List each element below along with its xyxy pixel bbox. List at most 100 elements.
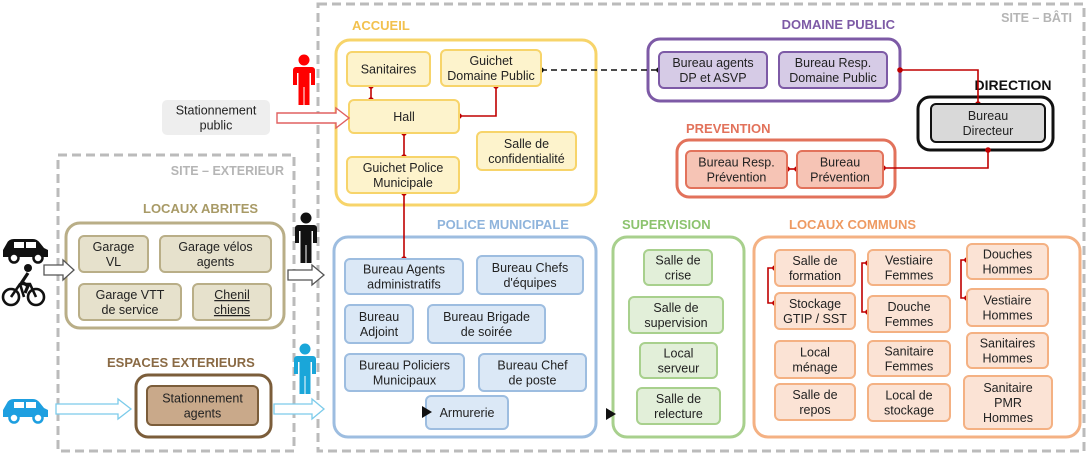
room-label-line: Sanitaires xyxy=(361,63,417,77)
arrow-icon xyxy=(287,263,326,287)
room-label-line: Bureau xyxy=(359,310,399,324)
room-label-line: Bureau Chef xyxy=(497,359,568,373)
room-box xyxy=(966,332,1049,369)
room-label-line: VL xyxy=(106,255,121,269)
connector-formation-stockage xyxy=(767,267,775,304)
room-label-line: crise xyxy=(665,269,691,283)
connector-dp-direction xyxy=(900,69,979,104)
room-box xyxy=(930,103,1046,143)
room-label-line: Municipale xyxy=(373,176,433,190)
room-label-line: Salle de xyxy=(504,137,549,151)
connector-douches-vestiaire-h xyxy=(960,259,967,299)
site-bati-frame xyxy=(316,2,1086,453)
room-box xyxy=(78,235,149,273)
room-box xyxy=(192,283,272,321)
connector-direction-prevention xyxy=(883,150,989,169)
room-label-line: Bureau agents xyxy=(672,56,753,70)
room-label-line: de soirée xyxy=(461,325,512,339)
room-box xyxy=(867,249,951,286)
car-icon xyxy=(3,239,48,264)
room-label-line: Sanitaire xyxy=(884,345,933,359)
room-label-line: Femmes xyxy=(885,360,934,374)
domaine-public-title: DOMAINE PUBLIC xyxy=(782,17,896,32)
room-label-line: Vestiaire xyxy=(984,294,1032,308)
room-label-line: confidentialité xyxy=(488,152,564,166)
room-box xyxy=(440,49,542,87)
room-box xyxy=(478,353,587,392)
arrow-icon xyxy=(276,106,351,130)
room-label-line: Garage xyxy=(93,240,135,254)
site-exterieur-frame xyxy=(56,153,296,453)
connector-vestiaire-douche-f xyxy=(861,262,868,313)
room-box xyxy=(159,235,272,273)
room-label-line: supervision xyxy=(644,316,707,330)
room-label-line: Bureau Chefs xyxy=(492,261,568,275)
room-box xyxy=(778,51,888,89)
room-label-line: Bureau Agents xyxy=(363,263,445,277)
room-label-line: Sanitaire xyxy=(983,381,1032,395)
room-label-line: serveur xyxy=(658,362,700,376)
room-box xyxy=(628,296,724,334)
room-box xyxy=(476,131,577,171)
room-box xyxy=(344,258,464,295)
room-label-line: de poste xyxy=(509,374,557,388)
connector-guichet-hall xyxy=(459,86,497,117)
room-label-line: Local xyxy=(664,347,694,361)
room-label-line: Vestiaire xyxy=(885,254,933,268)
room-label-line: Hommes xyxy=(982,309,1032,323)
person-red-icon xyxy=(293,54,315,105)
room-label-line: Local xyxy=(800,346,830,360)
triangle-marker-icon xyxy=(422,406,432,418)
room-label-line: Local de xyxy=(885,389,932,403)
room-box xyxy=(867,383,951,422)
room-label-line: GTIP / SST xyxy=(783,312,847,326)
room-label-line: Bureau Resp. xyxy=(795,56,871,70)
room-label-line: Armurerie xyxy=(440,406,495,420)
room-label-line: Domaine Public xyxy=(789,71,877,85)
room-hall: Hall xyxy=(348,99,460,134)
room-label-line: stockage xyxy=(884,404,934,418)
room-label-line: Stationnement xyxy=(176,104,257,118)
room-box xyxy=(344,353,465,392)
site-exterieur-title: SITE – EXTERIEUR xyxy=(171,164,284,178)
direction-title: DIRECTION xyxy=(975,77,1052,93)
room-box xyxy=(427,304,546,344)
room-label-line: Bureau Brigade xyxy=(443,310,530,324)
room-label-line: Chenil xyxy=(214,288,249,302)
room-label-line: agents xyxy=(184,407,222,421)
room-sanitaires: Sanitaires xyxy=(346,51,431,87)
person-black-icon xyxy=(295,212,317,263)
room-label-line: Municipaux xyxy=(373,374,437,388)
room-label-line: Prévention xyxy=(707,171,767,185)
room-label-line: agents xyxy=(197,255,235,269)
room-label-line: PMR xyxy=(994,396,1022,410)
room-label-line: ménage xyxy=(792,361,837,375)
room-label-line: Douches xyxy=(983,248,1032,262)
prevention-title: PREVENTION xyxy=(686,121,771,136)
room-label-line: Bureau xyxy=(820,156,860,170)
person-blue-icon xyxy=(294,343,316,394)
room-label-line: Hall xyxy=(393,110,415,124)
room-box xyxy=(966,288,1049,327)
car-blue-icon xyxy=(3,399,48,424)
room-box xyxy=(867,340,951,377)
